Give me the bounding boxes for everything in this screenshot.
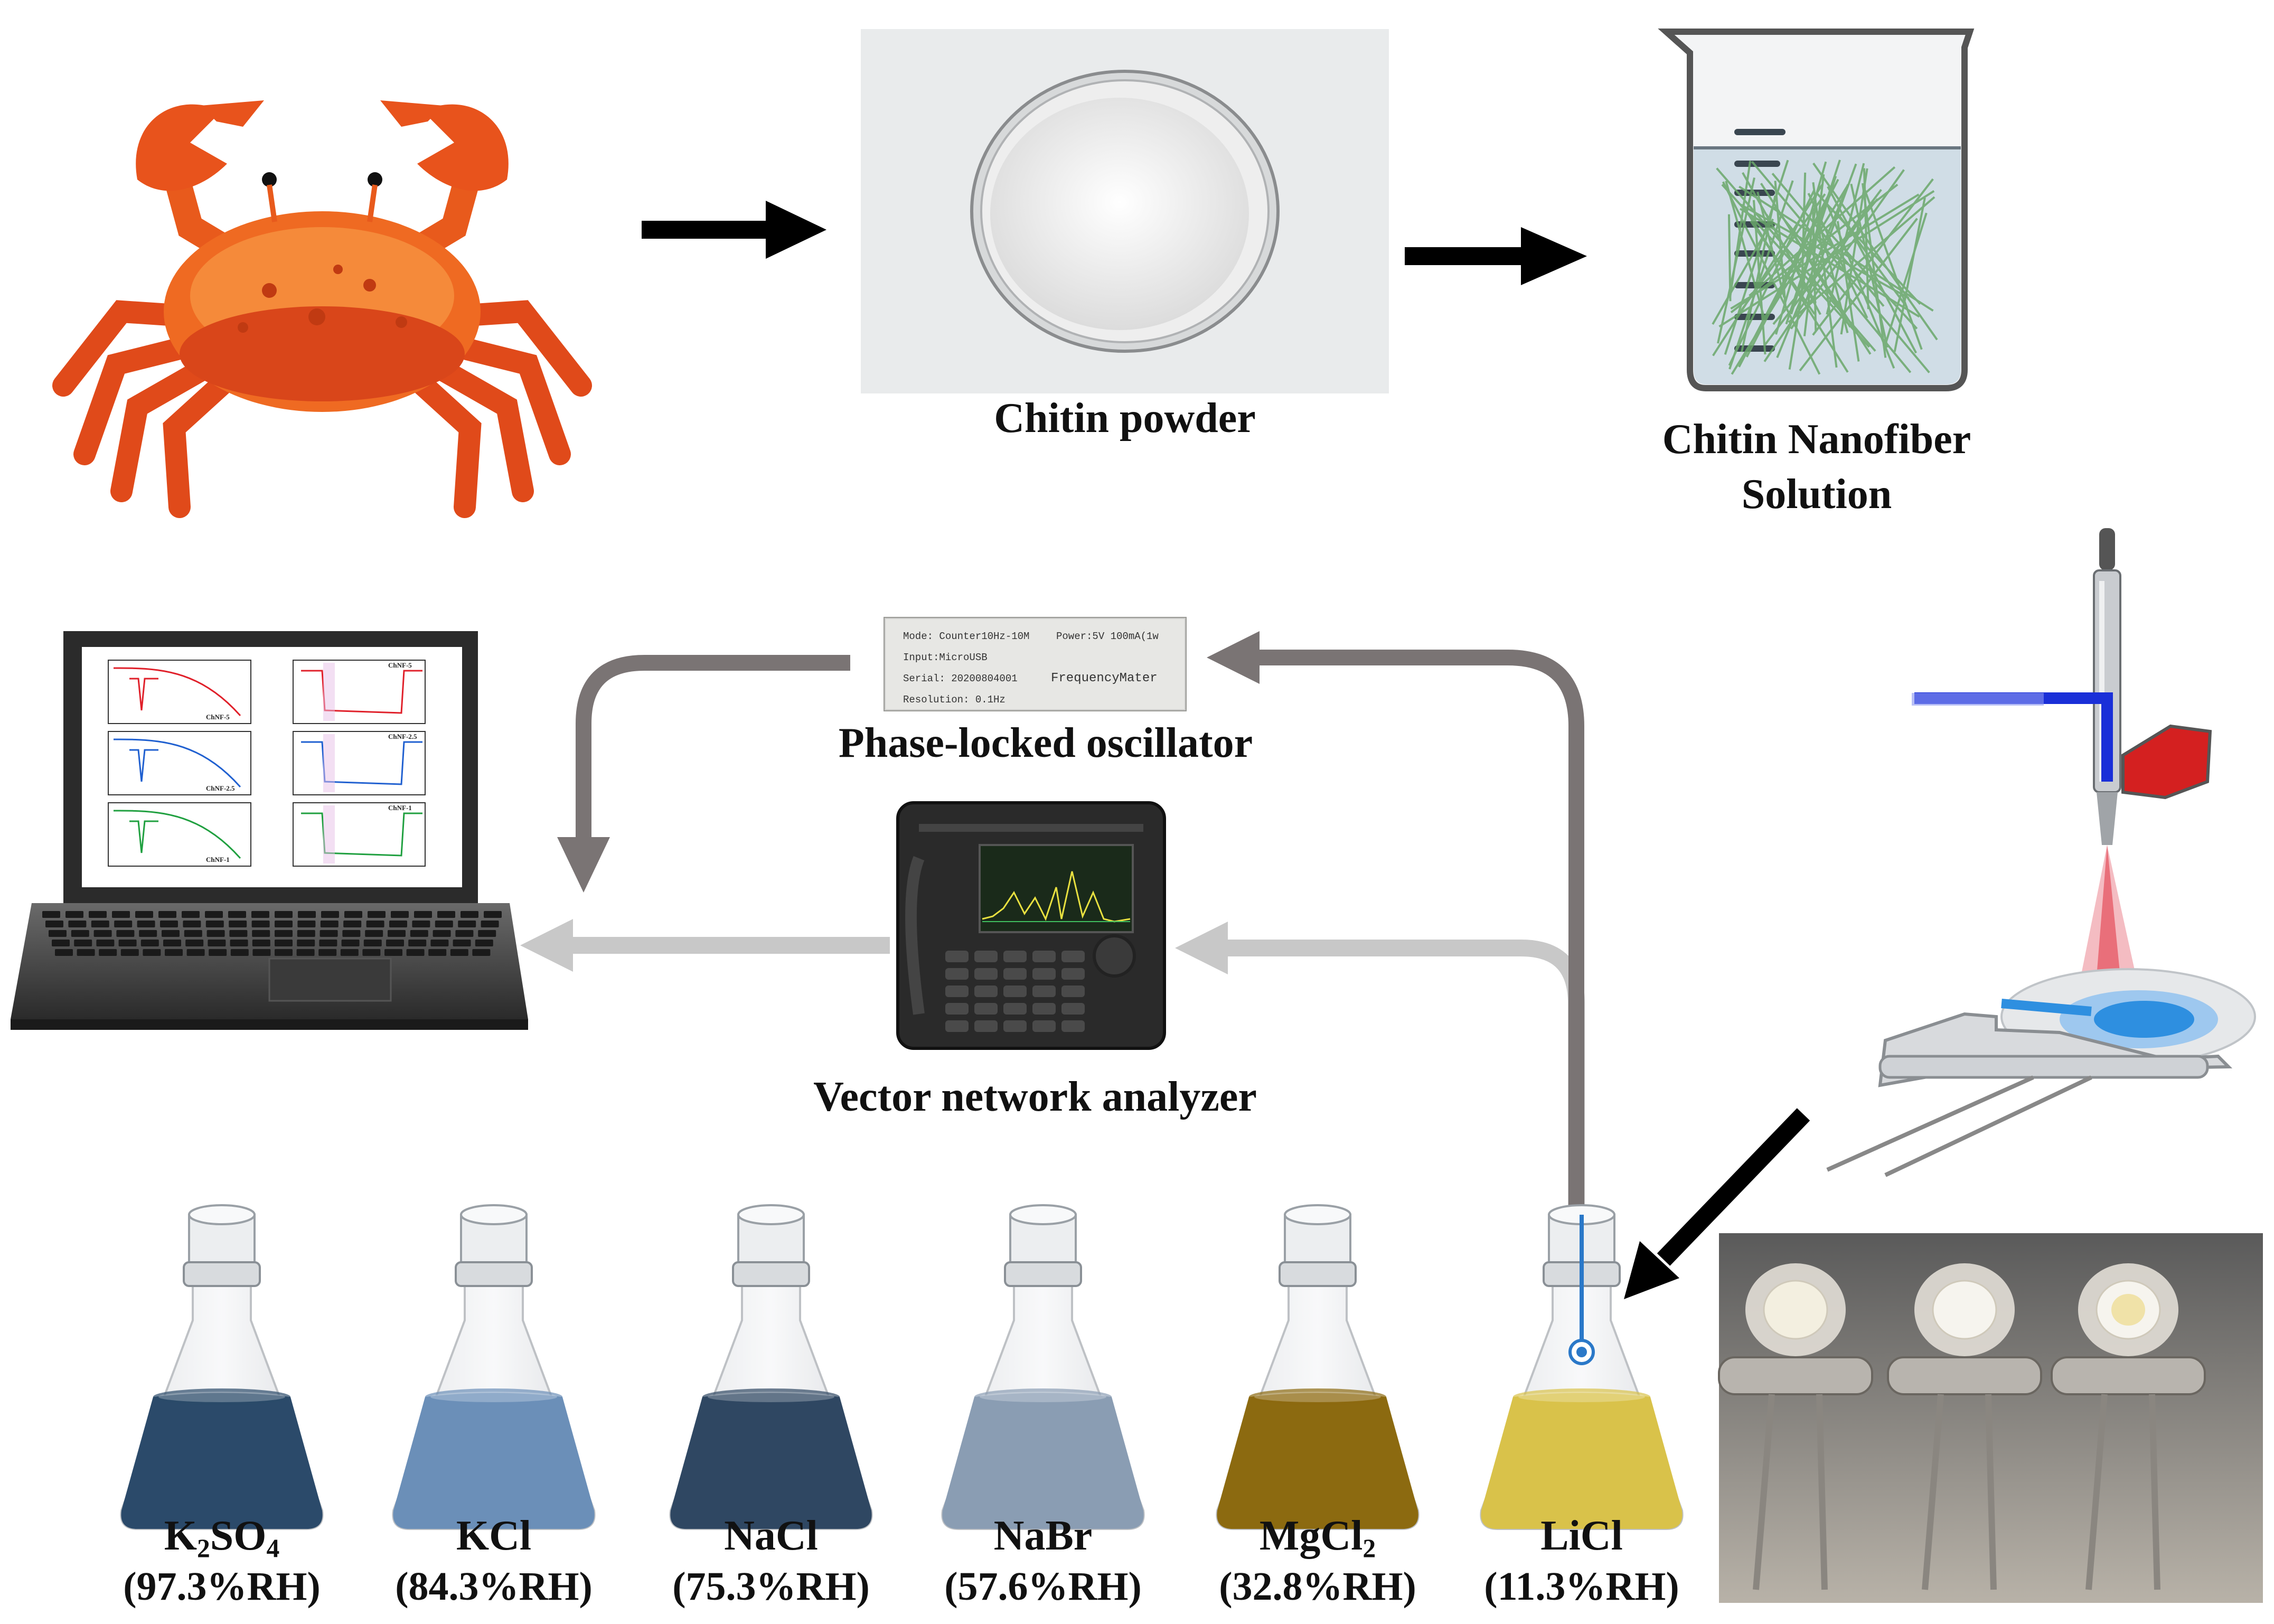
arrow-vna-to-laptop xyxy=(520,919,890,972)
sensor-1 xyxy=(1718,1263,1873,1590)
salt-rh: (32.8%RH) xyxy=(1219,1564,1416,1609)
flask-liquid xyxy=(1217,1393,1418,1529)
screen-panel-name-right-2: ChNF-2.5 xyxy=(388,733,417,740)
salt-rh: (57.6%RH) xyxy=(944,1564,1142,1609)
salt-formula: NaBr xyxy=(993,1513,1093,1559)
arrow-flask-to-oscillator xyxy=(1207,631,1584,1215)
salt-formula: K2SO4 xyxy=(164,1513,280,1563)
flask-liquid xyxy=(1481,1393,1683,1529)
flask-liquid xyxy=(393,1393,595,1529)
vna-icon xyxy=(896,801,1166,1050)
salt-rh: (97.3%RH) xyxy=(123,1564,321,1609)
oscillator-plate-line1-right: Power:5V 100mA(1w xyxy=(1056,631,1159,642)
vna-label: Vector network analyzer xyxy=(813,1074,1257,1120)
screen-panel-name-3: ChNF-1 xyxy=(206,856,230,863)
airbrush-icon xyxy=(1906,515,2271,977)
arrow-powder-to-beaker xyxy=(1405,227,1587,285)
screen-inset-1 xyxy=(129,678,158,711)
screen-panel-name-2: ChNF-2.5 xyxy=(206,784,235,792)
flask-icon xyxy=(392,1204,596,1530)
flask-icon xyxy=(669,1204,873,1530)
arrow-crab-to-powder xyxy=(642,201,826,259)
screen-panel-name-1: ChNF-5 xyxy=(206,713,230,721)
flask-icon xyxy=(120,1204,324,1530)
salt-formula: KCl xyxy=(456,1513,532,1559)
salt-formula: LiCl xyxy=(1540,1513,1623,1559)
screen-panel-name-right-3: ChNF-1 xyxy=(388,804,412,812)
screen-curve-1 xyxy=(113,667,241,717)
screen-step-2 xyxy=(301,741,422,785)
flask-icon xyxy=(1480,1204,1684,1530)
sensor-photo xyxy=(1718,1233,2263,1603)
salt-rh: (11.3%RH) xyxy=(1484,1564,1679,1609)
oscillator-plate-line4: Resolution: 0.1Hz xyxy=(903,694,1006,706)
screen-curve-3 xyxy=(113,810,241,859)
flask-liquid xyxy=(942,1393,1144,1529)
flask-icon xyxy=(941,1204,1145,1530)
salt-formula: MgCl2 xyxy=(1259,1513,1376,1563)
arrow-to-flask xyxy=(1624,1108,1810,1299)
oscillator-plate-line3: Serial: 20200804001 xyxy=(903,673,1018,684)
screen-inset-3 xyxy=(129,820,158,853)
nanofiber-label-line2: Solution xyxy=(1741,471,1892,518)
oscillator-plate-line2: Input:MicroUSB xyxy=(903,652,988,663)
salt-rh: (84.3%RH) xyxy=(395,1564,593,1609)
salt-rh: (75.3%RH) xyxy=(672,1564,870,1609)
screen-step-3 xyxy=(301,812,422,857)
beaker-icon xyxy=(1658,29,1975,391)
petri-dish-icon xyxy=(861,29,1389,393)
nanofiber-label-line1: Chitin Nanofiber xyxy=(1662,416,1971,463)
qcm-sensor-icon xyxy=(1826,968,2256,1177)
screen-inset-2 xyxy=(129,749,158,782)
screen-curve-2 xyxy=(113,738,241,788)
chitin-powder-label: Chitin powder xyxy=(994,395,1256,442)
salt-formula: NaCl xyxy=(724,1513,818,1559)
sensor-3 xyxy=(2051,1263,2206,1590)
oscillator-label: Phase-locked oscillator xyxy=(838,720,1253,766)
flask-liquid xyxy=(121,1393,323,1529)
oscillator-plate-line1: Mode: Counter10Hz-10M xyxy=(903,631,1029,642)
crab-icon xyxy=(52,100,592,518)
flask-icon xyxy=(1216,1204,1420,1530)
oscillator-icon: Mode: Counter10Hz-10M Power:5V 100mA(1w … xyxy=(884,617,1187,711)
arrow-oscillator-to-laptop xyxy=(557,655,850,893)
oscillator-plate-line3-right: FrequencyMater xyxy=(1051,671,1158,686)
sensor-2 xyxy=(1887,1263,2042,1590)
screen-step-1 xyxy=(301,670,422,714)
flask-liquid xyxy=(670,1393,872,1529)
screen-panel-name-right-1: ChNF-5 xyxy=(388,661,412,669)
